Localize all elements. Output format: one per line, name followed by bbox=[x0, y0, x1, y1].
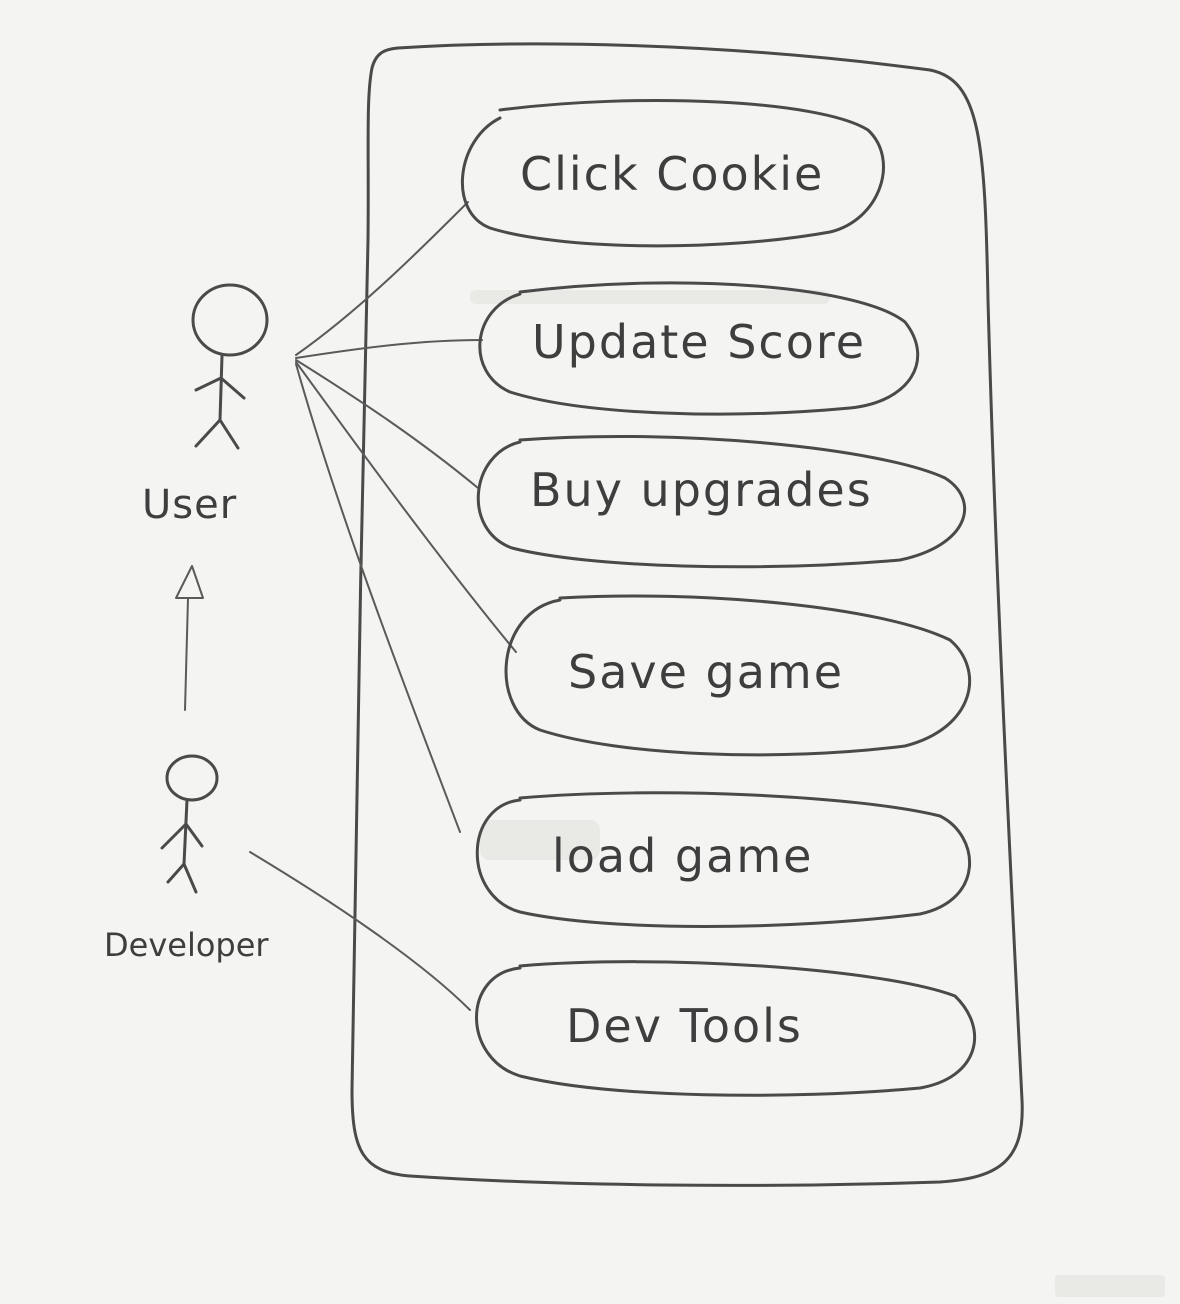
association-user-buy-upgrades bbox=[295, 359, 479, 489]
association-user-click-cookie bbox=[295, 201, 469, 356]
association-user-save-game bbox=[295, 361, 517, 653]
use-case-click-cookie-label: Click Cookie bbox=[520, 147, 824, 201]
developer-actor: Developer bbox=[104, 754, 269, 964]
developer-body bbox=[182, 798, 189, 866]
user-head bbox=[191, 283, 269, 357]
user-body bbox=[218, 354, 224, 422]
user-label: User bbox=[142, 482, 237, 528]
use-case-buy-upgrades-label: Buy upgrades bbox=[530, 463, 873, 517]
system-boundary bbox=[350, 42, 1024, 1187]
hollow-arrowhead-icon bbox=[175, 565, 204, 599]
use-case-save-game: Save game bbox=[504, 594, 972, 757]
developer-label: Developer bbox=[104, 926, 269, 964]
use-case-update-score: Update Score bbox=[478, 281, 920, 416]
use-case-click-cookie: Click Cookie bbox=[460, 98, 885, 248]
paper-texture bbox=[470, 290, 1165, 1297]
use-case-load-game: load game bbox=[475, 791, 971, 928]
user-actor: User bbox=[142, 283, 269, 528]
use-case-dev-tools: Dev Tools bbox=[475, 960, 977, 1097]
use-case-load-game-label: load game bbox=[552, 829, 813, 883]
use-case-buy-upgrades: Buy upgrades bbox=[476, 434, 967, 569]
developer-legs bbox=[166, 862, 198, 894]
association-user-load-game bbox=[295, 363, 461, 833]
use-case-update-score-label: Update Score bbox=[532, 315, 866, 369]
association-developer-dev-tools bbox=[249, 851, 471, 1011]
developer-arms bbox=[160, 822, 204, 850]
developer-head bbox=[165, 754, 219, 802]
generalization-arrow bbox=[175, 565, 204, 711]
user-legs bbox=[194, 418, 240, 450]
use-case-dev-tools-label: Dev Tools bbox=[566, 999, 803, 1053]
user-arms bbox=[194, 376, 246, 400]
association-lines bbox=[249, 201, 517, 1011]
association-user-update-score bbox=[295, 339, 483, 359]
use-case-save-game-label: Save game bbox=[568, 645, 844, 699]
